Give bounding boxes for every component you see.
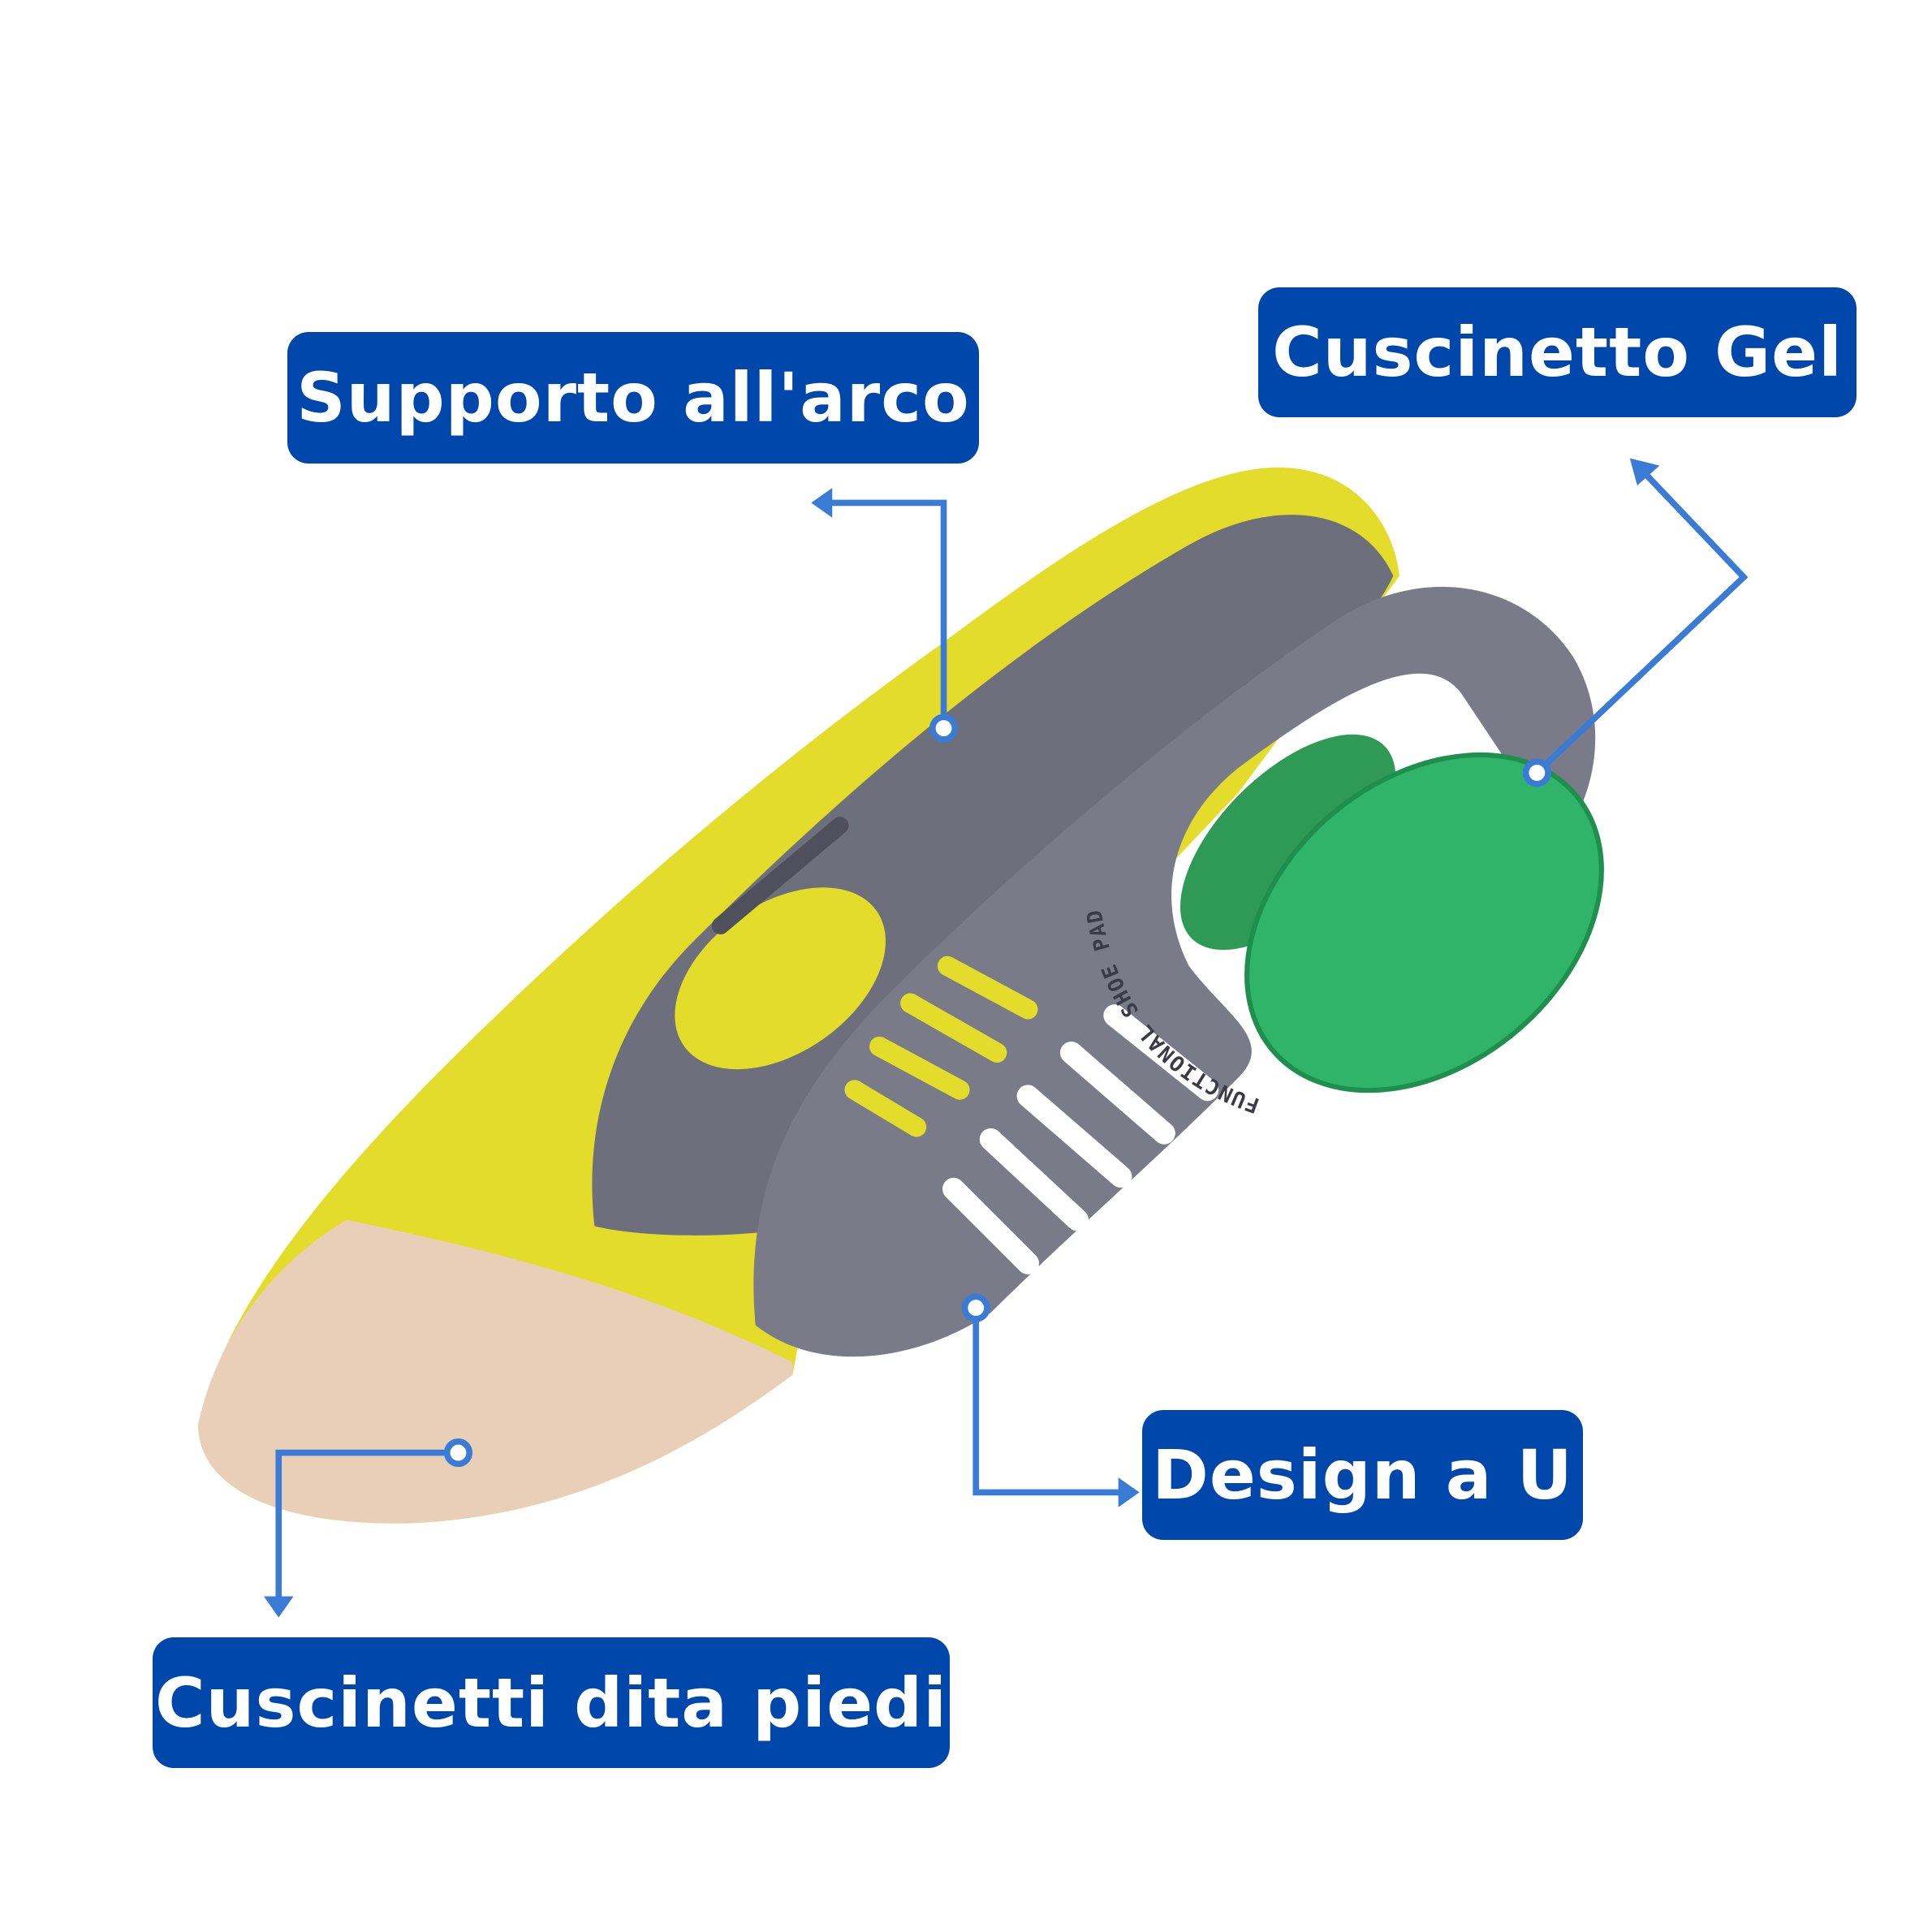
gel-cushion-pad xyxy=(1244,752,1604,1093)
u-design-white-stripes xyxy=(942,1004,1219,1274)
arch-slot xyxy=(711,817,849,935)
front-insole-u-shape xyxy=(753,586,1596,1357)
arch-connector xyxy=(827,499,947,729)
connector-dots xyxy=(443,714,1551,1468)
arch-yellow-window xyxy=(675,887,886,1070)
toe-cushion-area xyxy=(198,1219,793,1524)
label-gel-cushion: Cuscinetto Gel xyxy=(1258,287,1857,417)
label-toe-cushions: Cuscinetti dita piedi xyxy=(153,1637,950,1768)
connector-lines xyxy=(275,471,1749,1601)
gel-pad-back xyxy=(1179,734,1396,951)
yellow-stripes xyxy=(844,955,1038,1137)
gel-connector xyxy=(1534,471,1749,775)
u-connector xyxy=(972,1308,1121,1496)
toe-connector xyxy=(275,1449,459,1601)
label-arch-support: Supporto all'arco xyxy=(287,332,979,464)
arrowhead-icons xyxy=(263,458,1660,1618)
label-u-design: Design a U xyxy=(1142,1410,1583,1540)
